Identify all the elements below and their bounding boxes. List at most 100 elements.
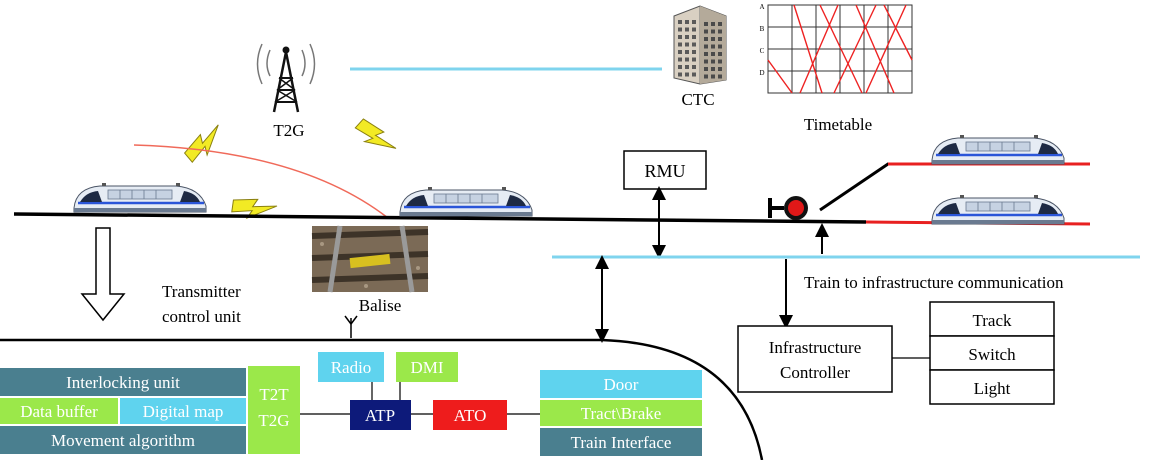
ctc-window xyxy=(718,52,722,56)
dmi-label: DMI xyxy=(410,358,443,377)
railway-signal-icon xyxy=(768,196,808,220)
timetable-row-label: D xyxy=(759,69,764,77)
ctc-window xyxy=(678,27,682,32)
wireless-link-right-icon xyxy=(352,115,400,161)
t2g-label: T2G xyxy=(273,121,304,140)
timetable-row-label: C xyxy=(760,47,765,55)
interlocking-unit-box xyxy=(0,368,246,396)
balise-signal-curve xyxy=(133,144,389,219)
ctc-window xyxy=(678,57,682,62)
interlocking-unit-label: Interlocking unit xyxy=(66,373,180,392)
ctc-window xyxy=(685,20,689,24)
ctc-window xyxy=(685,50,689,54)
ctc-window xyxy=(685,72,689,77)
transmitter-label-line1: Transmitter xyxy=(162,282,241,301)
ctc-label: CTC xyxy=(681,90,714,109)
balise-label: Balise xyxy=(359,296,402,315)
t2t-t2g-box xyxy=(248,366,300,454)
train-siding-lower-icon xyxy=(930,193,1066,226)
ctc-building-windows xyxy=(678,20,722,79)
ctc-window xyxy=(678,35,682,39)
door-label: Door xyxy=(604,375,639,394)
ctc-window xyxy=(718,37,722,41)
ctc-window xyxy=(692,35,696,39)
wireless-link-left-icon xyxy=(181,121,230,166)
ctc-window xyxy=(678,20,682,24)
ctc-window xyxy=(704,44,708,49)
atp-box xyxy=(350,400,411,430)
down-hollow-arrow-icon xyxy=(80,227,126,322)
main-track xyxy=(13,212,867,224)
data-buffer-box xyxy=(0,398,118,424)
ctc-window xyxy=(704,37,708,41)
train-siding-upper-icon xyxy=(930,133,1066,166)
timetable-row-label: B xyxy=(760,25,765,33)
ctc-window xyxy=(678,72,682,77)
ctc-window xyxy=(711,52,715,56)
train-left-icon xyxy=(72,181,208,214)
radio-box xyxy=(318,352,384,382)
timetable-grid-lines xyxy=(768,5,912,93)
ctc-window xyxy=(678,65,682,69)
ctc-window xyxy=(692,27,696,32)
ctc-window xyxy=(711,67,715,71)
ctc-window xyxy=(692,50,696,54)
ctc-window xyxy=(718,44,722,49)
ctc-window xyxy=(685,35,689,39)
t2g-antenna-tower-icon xyxy=(256,43,316,113)
ctc-window xyxy=(704,74,708,79)
rmu-box xyxy=(623,150,707,190)
ctc-window xyxy=(704,29,708,34)
ctc-window xyxy=(718,59,722,64)
ctc-window xyxy=(704,59,708,64)
ctc-window xyxy=(692,20,696,24)
balise-antenna-icon xyxy=(344,315,358,338)
timetable-label: Timetable xyxy=(804,115,872,134)
ctc-window xyxy=(711,37,715,41)
timetable-train-paths xyxy=(767,4,913,94)
ctc-window xyxy=(692,65,696,69)
infrastructure-controller-label-line2: Controller xyxy=(780,363,850,382)
infrastructure-controller-box xyxy=(737,325,893,393)
ctc-window xyxy=(711,22,715,26)
ctc-window xyxy=(692,57,696,62)
ctc-window xyxy=(678,50,682,54)
ctc-window xyxy=(704,52,708,56)
radio-label: Radio xyxy=(331,358,372,377)
ctc-window xyxy=(704,67,708,71)
infrastructure-item-switch-box xyxy=(929,335,1055,371)
tract-brake-label: Tract\Brake xyxy=(581,404,662,423)
transmitter-label-line2: control unit xyxy=(162,307,241,326)
ctc-window xyxy=(685,57,689,62)
ctc-window xyxy=(692,72,696,77)
ctc-window xyxy=(711,29,715,34)
infrastructure-item-light-box xyxy=(929,369,1055,405)
digital-map-label: Digital map xyxy=(143,402,224,421)
ctc-window xyxy=(711,59,715,64)
digital-map-box xyxy=(120,398,246,424)
atp-label: ATP xyxy=(365,406,395,425)
ctc-window xyxy=(685,27,689,32)
movement-algorithm-box xyxy=(0,426,246,454)
tract-brake-box xyxy=(540,400,702,426)
train-interface-label: Train Interface xyxy=(571,433,672,452)
train-center-icon xyxy=(398,185,534,218)
ctc-window xyxy=(692,42,696,47)
data-buffer-label: Data buffer xyxy=(20,402,98,421)
timetable-row-label: A xyxy=(759,3,764,11)
ato-label: ATO xyxy=(454,406,487,425)
infrastructure-item-switch-label: Switch xyxy=(968,345,1016,364)
ctc-window xyxy=(718,67,722,71)
infrastructure-controller-label-line1: Infrastructure xyxy=(769,338,862,357)
ctc-window xyxy=(678,42,682,47)
ctc-window xyxy=(711,74,715,79)
balise-photo xyxy=(311,225,429,293)
ctc-window xyxy=(718,74,722,79)
timetable-row-labels: A B C D xyxy=(759,3,764,77)
ctc-window xyxy=(685,42,689,47)
infrastructure-item-light-label: Light xyxy=(974,379,1011,398)
train-interface-box xyxy=(540,428,702,456)
